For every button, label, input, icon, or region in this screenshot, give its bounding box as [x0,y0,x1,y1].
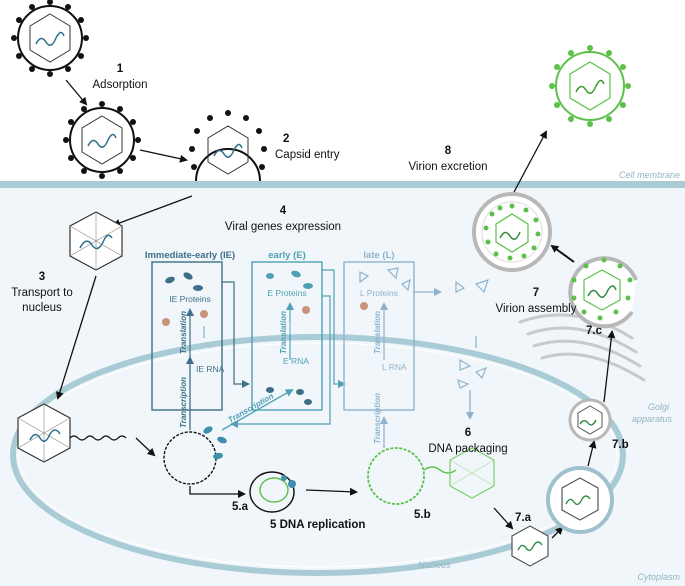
released-virion [549,45,631,127]
arrow-attach-to-entry [139,149,188,163]
golgi-label-line2: apparatus [632,414,673,424]
step-8-number: 8 [445,145,452,157]
step-7-number: 7 [533,287,539,299]
step-2-label: Capsid entry [275,149,340,161]
l-transcription-label: Transcription [373,393,382,444]
dna-to-procapsid [423,466,457,474]
step-1-label: Adsorption [93,79,148,91]
l-proteins-label: L Proteins [360,288,398,298]
e-gene-box: early (E) E Proteins Translation E RNA [251,250,323,411]
nucleus-envelope-inner [18,342,618,568]
capsomers-nucleus [457,358,488,389]
ribosome-icon [360,302,368,310]
e-box-title: early (E) [268,250,306,261]
e-feedback-connector [230,295,331,428]
arrow-linear-to-circular [135,437,156,457]
arrow-5a-to-5b [305,487,358,496]
ie-box-title: Immediate-early (IE) [145,250,235,261]
ribosome-icon [200,310,208,318]
step-4-number: 4 [280,205,287,217]
arrow-7a-to-envelope [551,526,564,539]
arrow-7c-to-vesicle [550,244,575,263]
cell-membrane-label: Cell membrane [619,170,680,180]
replication-fork [249,471,296,513]
l-translation-label: Translation [373,311,382,354]
virion-adsorption [11,0,89,77]
step-7a-label: 7.a [515,512,532,524]
ie-transcription-label: Transcription [179,377,188,428]
step-2-number: 2 [283,133,289,145]
nuclear-import-arrows [203,322,477,348]
l-box-title: late (L) [363,250,394,261]
arrow-envelope-to-7b [587,440,597,467]
step-3-label-line2: nucleus [22,302,62,314]
budding-virion [568,256,638,329]
golgi-label-line1: Golgi [648,402,670,412]
step-4-label: Viral genes expression [225,221,341,233]
primary-enveloped-virion [546,466,614,534]
l-rna-label: L RNA [382,362,407,372]
l-gene-box: late (L) L Proteins Translation L RNA Tr… [343,250,415,444]
virion-attached [63,101,141,179]
ribosome-icon [302,306,310,314]
arrow-vesicle-to-exit [513,130,547,193]
step-5-label: 5 DNA replication [270,519,365,531]
arrow-7b-to-7c [603,330,616,403]
step-6-label: DNA packaging [428,443,507,455]
tegument-virion-7b [568,398,612,442]
nucleus-label: Nucleus [418,560,451,570]
arrow-entry-to-capsid [112,195,193,227]
e-proteins-label: E Proteins [267,288,306,298]
step-1-number: 1 [117,63,124,75]
arrow-capsid-to-nucleus [55,275,97,400]
cytoplasm-label: Cytoplasm [637,572,680,582]
golgi-apparatus [518,313,646,382]
ie-gene-box: Immediate-early (IE) IE Proteins Transla… [145,250,235,428]
e-rna-label: E RNA [283,356,309,366]
capsid-in-cytoplasm [69,211,123,271]
e-translation-label: Translation [279,311,288,354]
arrow-to-replication [189,486,246,498]
step-5a-label: 5.a [232,501,249,513]
ie-proteins-label: IE Proteins [169,294,211,304]
step-8-label: Virion excretion [408,161,487,173]
arrow-1-to-attach [65,79,88,106]
ie-translation-label: Translation [179,311,188,354]
step-3-label-line1: Transport to [11,287,73,299]
procapsid-packaging [449,447,495,499]
e-to-l-connector [322,269,346,388]
virion-in-vesicle [472,192,552,272]
step-7c-label: 7.c [586,325,603,337]
ie-proteins-on-dna [203,426,227,460]
virion-capsid-entry [189,110,267,182]
step-7-label: Virion assembly [496,303,577,315]
step-7b-label: 7.b [612,439,629,451]
ribosome-icon [162,318,170,326]
step-3-number: 3 [39,271,45,283]
viral-dna-linear [69,435,127,441]
step-5b-label: 5.b [414,509,431,521]
ie-to-e-connector [222,281,250,388]
nucleus-envelope [10,334,626,576]
nucleocapsid-7a [511,525,549,567]
ie-rna-label: IE RNA [196,364,225,374]
capsid-at-nuclear-pore [17,403,71,463]
cell-membrane [0,181,685,188]
step-6-number: 6 [465,427,471,439]
arrow-6-to-7a [493,507,514,530]
concatemer-dna [367,447,425,505]
capsomers-cytoplasm [455,279,489,294]
